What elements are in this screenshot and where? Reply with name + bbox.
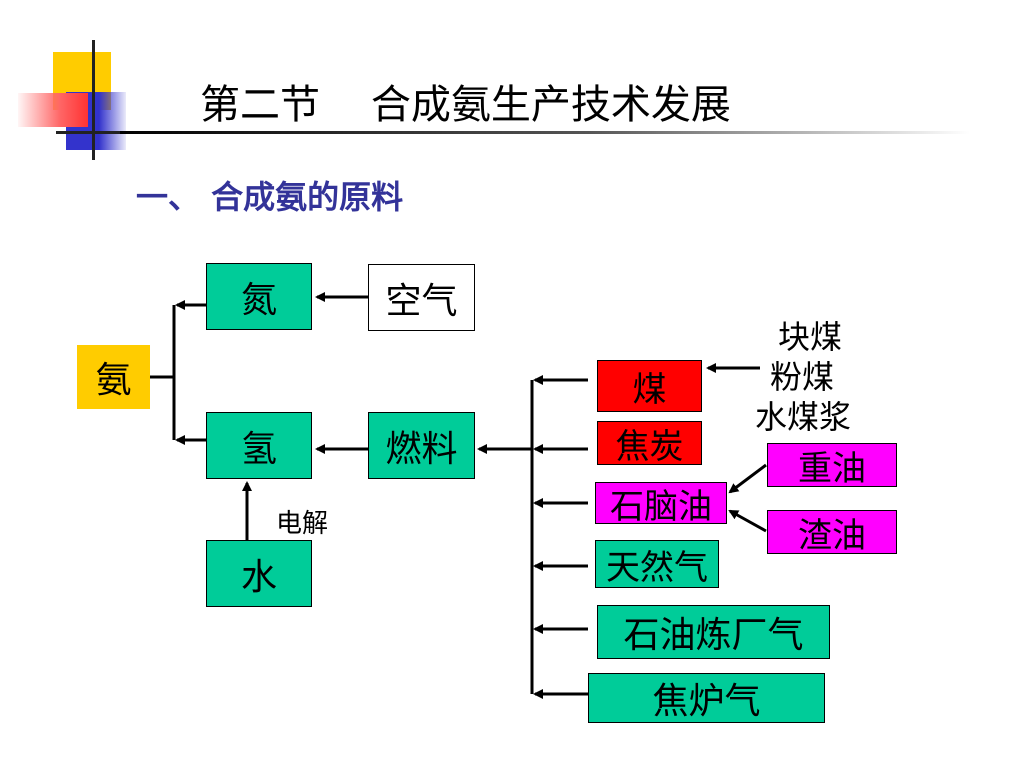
coal-type-slurry: 水煤浆 (755, 398, 852, 436)
corner-decoration (18, 40, 148, 165)
node-residue-oil: 渣油 (767, 510, 897, 556)
node-nitrogen: 氮 (206, 263, 312, 330)
node-air: 空气 (368, 264, 475, 331)
node-ammonia: 氨 (77, 345, 150, 409)
node-coke-oven-gas: 焦炉气 (588, 673, 825, 723)
decoration-horizontal-line (56, 131, 136, 134)
electrolysis-label: 电解 (276, 509, 329, 539)
coal-type-lump: 块煤 (778, 318, 843, 356)
title-underline (120, 131, 970, 134)
node-natural-gas: 天然气 (595, 540, 719, 588)
node-water: 水 (206, 540, 312, 607)
arrow-residue-oil-to-naphtha (728, 509, 767, 533)
node-refinery-gas: 石油炼厂气 (597, 605, 830, 659)
page-title: 第二节 合成氨生产技术发展 (200, 82, 731, 128)
decoration-vertical-line (92, 40, 95, 160)
section-subtitle: 一、 合成氨的原料 (136, 178, 404, 216)
node-naphtha: 石脑油 (595, 482, 727, 527)
node-coal: 煤 (597, 360, 702, 412)
node-coke: 焦炭 (597, 421, 702, 467)
node-heavy-oil: 重油 (767, 443, 897, 489)
node-fuel: 燃料 (368, 412, 475, 479)
decoration-red-bar (18, 93, 88, 127)
coal-type-pulverized: 粉煤 (770, 358, 835, 396)
node-hydrogen: 氢 (206, 412, 312, 479)
arrow-heavy-oil-to-naphtha (728, 463, 767, 494)
